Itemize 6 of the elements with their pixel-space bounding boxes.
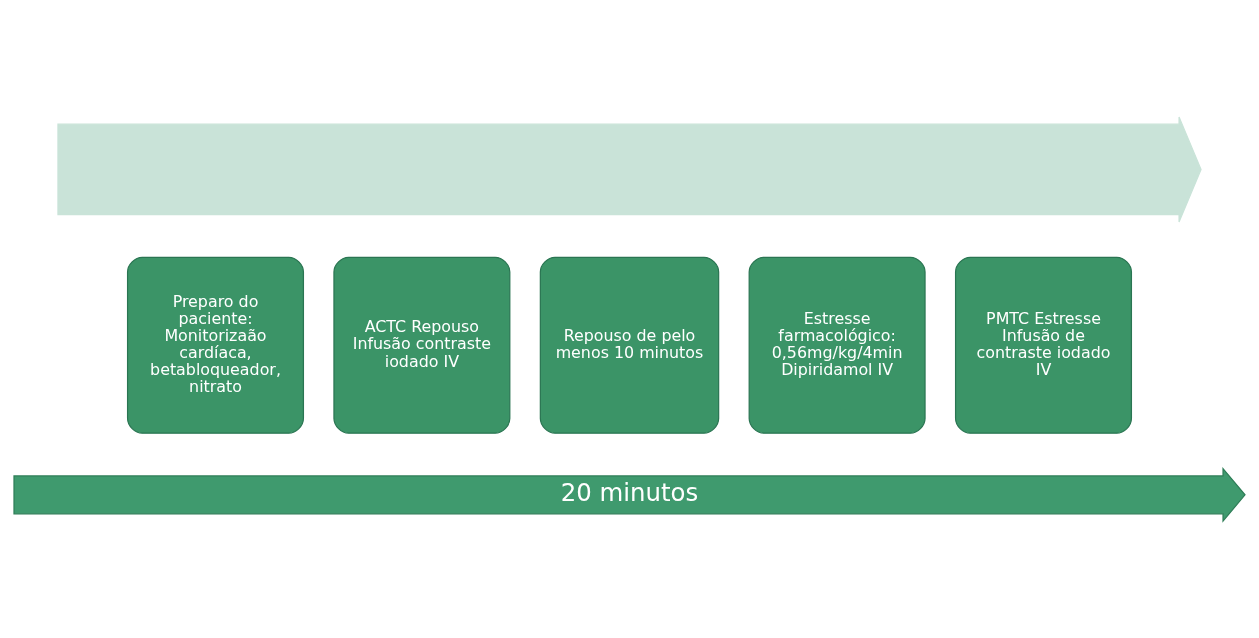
node-box: Preparo do paciente: Monitorizaão cardíaca, betabloqueador, nitrato [126,256,305,434]
node-arrow [57,116,1202,223]
node-box: PMTC Estresse Infusão de contraste iodado IV [954,256,1133,434]
node-box: Repouso de pelo menos 10 minutos [539,256,720,434]
node-box: Estresse farmacológico: 0,56mg/kg/4min Dipiridamol IV [748,256,926,434]
node-box: ACTC Repouso Infusão contraste iodado IV [333,256,511,434]
